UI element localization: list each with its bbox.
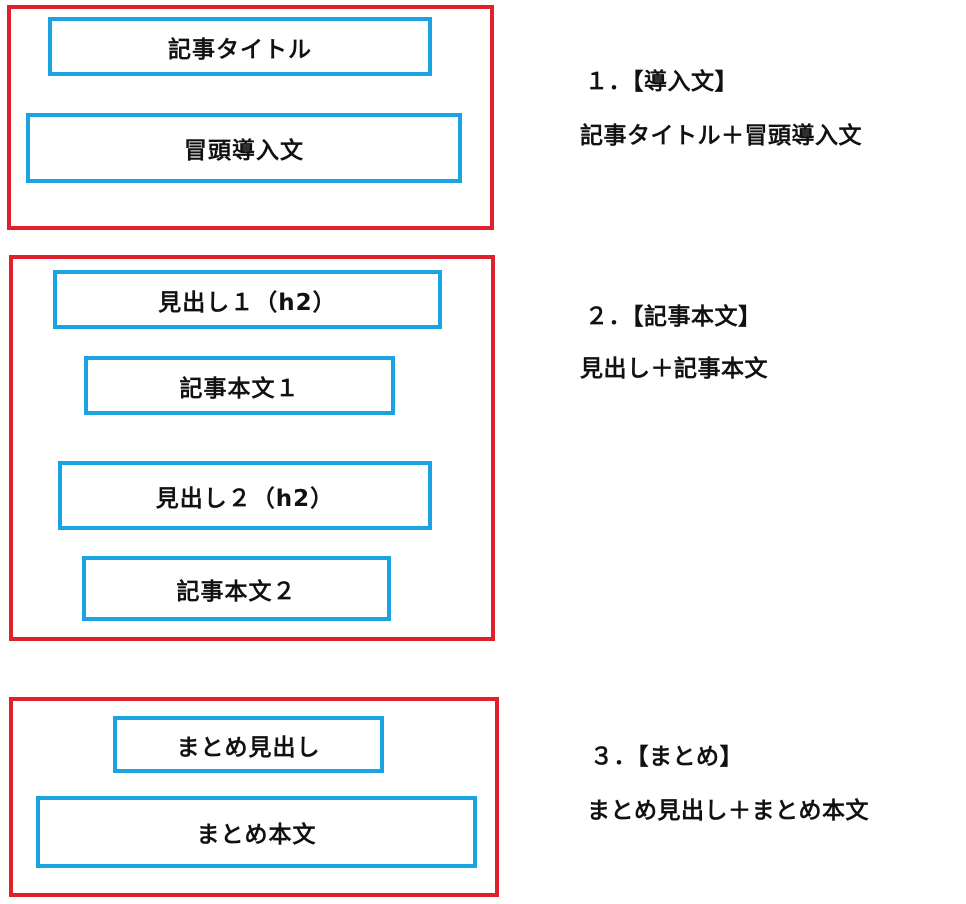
block-opening-intro: 冒頭導入文 (26, 113, 462, 183)
block-summary-heading: まとめ見出し (113, 716, 384, 773)
section-body-heading: ２．【記事本文】 (585, 304, 762, 330)
block-heading-2: 見出し２（h2） (58, 461, 432, 530)
section-intro-heading: １．【導入文】 (585, 69, 738, 95)
section-summary-description: まとめ見出し＋まとめ本文 (587, 798, 869, 824)
section-summary-heading: ３．【まとめ】 (590, 744, 743, 770)
section-summary-frame (9, 697, 499, 897)
section-body-description: 見出し＋記事本文 (580, 356, 768, 382)
block-article-title: 記事タイトル (48, 17, 432, 76)
block-heading-1: 見出し１（h2） (53, 270, 442, 329)
block-article-body-2: 記事本文２ (82, 556, 391, 621)
block-summary-body: まとめ本文 (36, 796, 477, 868)
section-body-frame (9, 255, 495, 641)
section-intro-description: 記事タイトル＋冒頭導入文 (580, 123, 862, 149)
section-intro-frame (7, 5, 494, 230)
block-article-body-1: 記事本文１ (84, 356, 395, 415)
